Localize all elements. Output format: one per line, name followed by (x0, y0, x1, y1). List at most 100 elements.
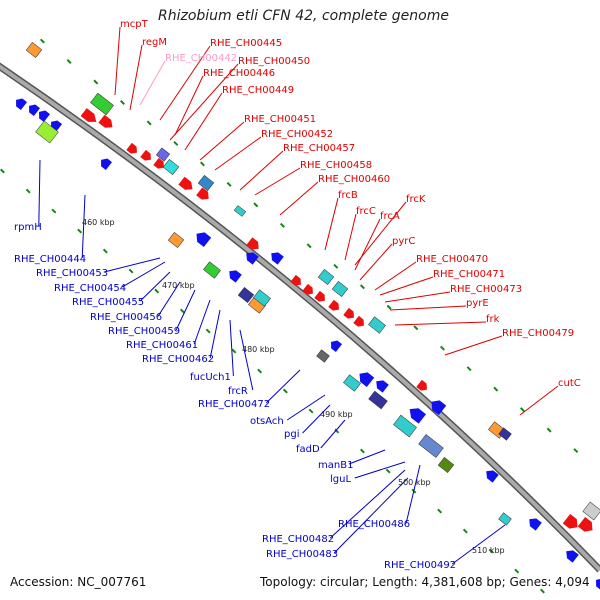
reverse-gene (229, 270, 242, 283)
forward-gene (343, 307, 354, 319)
gene-block (368, 316, 386, 334)
reverse-label-leader (104, 257, 161, 273)
reverse-gene-label: RHE_CH00459 (108, 326, 180, 337)
reverse-gene-label: RHE_CH00462 (142, 354, 214, 365)
forward-gene-label: frcK (406, 194, 426, 205)
gene-block (437, 457, 455, 473)
reverse-gene-label: RHE_CH00482 (262, 534, 334, 545)
reverse-gene (566, 550, 579, 563)
tick-dot (333, 263, 339, 269)
tick-dot (437, 508, 443, 514)
map-title: Rhizobium etli CFN 42, complete genome (158, 8, 449, 24)
accession-text: Accession: NC_007761 (10, 575, 147, 589)
forward-label-leader (184, 92, 223, 151)
tick-dot (573, 448, 579, 454)
reverse-gene (196, 232, 212, 248)
reverse-gene-label: fadD (296, 444, 320, 455)
tick-dot (360, 284, 365, 290)
reverse-label-leader (38, 159, 41, 227)
tick-dot (102, 248, 108, 254)
reverse-gene-label: RHE_CH00492 (384, 560, 456, 571)
tick-dot (462, 528, 468, 534)
forward-gene (314, 290, 325, 302)
gene-block (203, 261, 221, 279)
tick-dot (359, 448, 365, 454)
tick-dot (540, 588, 545, 594)
reverse-label-leader (348, 449, 386, 465)
forward-gene-label: RHE_CH00471 (433, 269, 505, 280)
gene-block (498, 427, 512, 441)
reverse-gene-label: fucUch1 (190, 372, 231, 383)
tick-dot (493, 386, 499, 392)
topology-text: Topology: circular; Length: 4,381,608 bp… (260, 575, 590, 589)
reverse-label-leader (239, 329, 254, 391)
forward-label-leader (354, 201, 407, 266)
forward-label-leader (384, 291, 451, 303)
reverse-gene-label: frcR (228, 386, 248, 397)
forward-label-leader (214, 136, 262, 171)
reverse-gene-label: rpmH (14, 222, 42, 233)
reverse-gene-label: RHE_CH00486 (338, 519, 410, 530)
tick-dot (385, 468, 391, 474)
forward-gene-label: RHE_CH00451 (244, 114, 316, 125)
reverse-gene (359, 372, 375, 388)
forward-gene-label: RHE_CH00460 (318, 174, 390, 185)
tick-dot (466, 366, 472, 372)
forward-gene-label: frcC (356, 206, 376, 217)
tick-dot (146, 120, 152, 126)
forward-gene (196, 187, 209, 200)
tick-dot (119, 100, 125, 105)
tick-dot (200, 161, 205, 167)
reverse-label-leader (451, 524, 506, 565)
reverse-gene-label: RHE_CH00444 (14, 254, 86, 265)
forward-label-leader (444, 335, 503, 356)
reverse-label-leader (302, 404, 331, 434)
tick-dot (231, 348, 237, 354)
forward-label-leader (239, 150, 284, 191)
gene-block (418, 434, 444, 458)
gene-block (25, 42, 43, 58)
reverse-gene (246, 252, 259, 265)
forward-gene (290, 274, 301, 286)
tick-dot (205, 328, 211, 334)
reverse-gene-label: RHE_CH00454 (54, 283, 126, 294)
forward-label-leader (394, 321, 487, 326)
gene-block (155, 147, 171, 162)
forward-gene-label: frcB (338, 190, 358, 201)
tick-dot (173, 140, 179, 146)
reverse-gene-label: lguL (330, 474, 351, 485)
reverse-label-leader (139, 271, 171, 302)
forward-label-leader (389, 305, 467, 311)
gene-block (343, 374, 361, 392)
reverse-gene (101, 158, 113, 171)
forward-label-leader (279, 181, 319, 216)
forward-gene-label: RHE_CH00473 (450, 284, 522, 295)
gene-block (582, 501, 600, 521)
tick-dot (520, 407, 525, 413)
reverse-gene (409, 408, 426, 424)
gene-block (35, 120, 59, 144)
reverse-label-leader (329, 469, 406, 539)
forward-gene (178, 176, 193, 190)
reverse-label-leader (286, 394, 326, 421)
kbp-tick-label: 470 kbp (162, 281, 195, 290)
tick-dot (282, 388, 288, 394)
forward-label-leader (519, 385, 559, 416)
gene-block (233, 205, 247, 217)
tick-dot (257, 368, 263, 374)
reverse-gene-label: RHE_CH00483 (266, 549, 338, 560)
forward-gene-label: RHE_CH00470 (416, 254, 488, 265)
tick-dot (154, 288, 160, 294)
forward-label-leader (359, 243, 393, 281)
forward-gene (153, 157, 164, 169)
tick-dot (25, 188, 31, 194)
reverse-gene-label: RHE_CH00453 (36, 268, 108, 279)
reverse-gene (486, 470, 499, 483)
forward-gene (577, 516, 593, 532)
reverse-gene (596, 578, 600, 591)
gene-block (253, 289, 271, 307)
forward-gene (98, 114, 113, 128)
forward-gene (126, 142, 137, 154)
forward-gene-label: regM (142, 37, 167, 48)
forward-label-leader (254, 167, 301, 196)
